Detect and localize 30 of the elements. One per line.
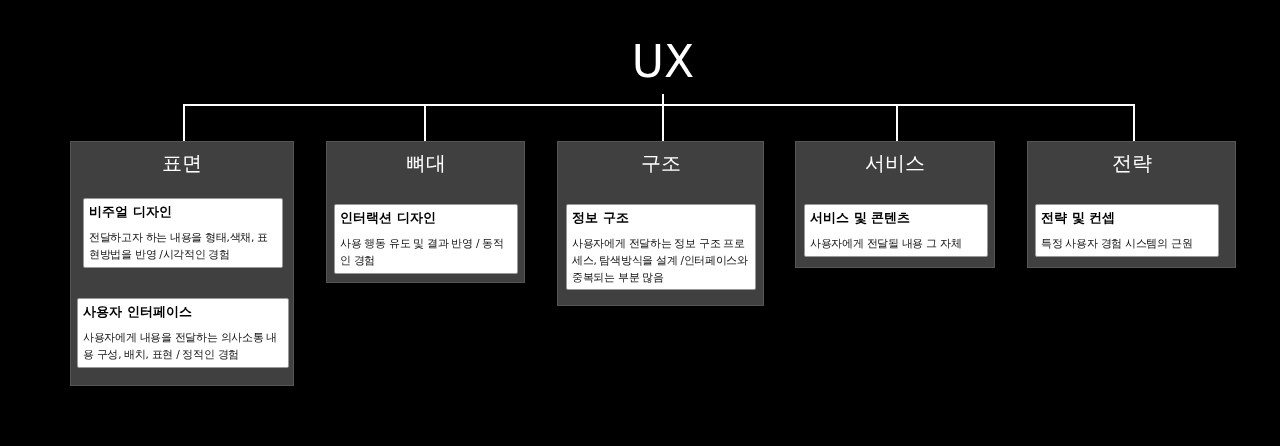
description-card (566, 204, 756, 291)
panel-heading: 전략 (1110, 150, 1153, 177)
card-description: 사용 행동 유도 및 결과 반영 / 동적인 경험 (340, 236, 505, 268)
panel-heading: 표면 (161, 150, 203, 177)
category-panel (326, 141, 525, 283)
description-card (1035, 204, 1219, 257)
card-description: 사용자에게 전달될 내용 그 자체 (810, 236, 963, 251)
card-description: 전달하고자 하는 내용을 형태,색채, 표현방법을 반영 /시각적인 경험 (89, 230, 269, 262)
card-title: 비주얼 디자인 (89, 203, 173, 221)
card-title: 정보 구조 (572, 209, 630, 227)
card-title: 전략 및 컨셉 (1041, 209, 1117, 227)
description-card (804, 204, 988, 257)
category-panel (795, 141, 995, 268)
card-description: 사용자에게 내용을 전달하는 의사소통 내용 구성, 배치, 표현 / 정적인 경험 (83, 330, 279, 362)
card-description: 사용자에게 전달하는 정보 구조 프로세스, 탐색방식을 설계 /인터페이스와 중복되는 부분 많음 (572, 236, 749, 285)
category-panel (70, 141, 294, 386)
panel-heading: 구조 (639, 150, 682, 177)
description-card (334, 204, 518, 274)
card-description: 특정 사용자 경험 시스템의 근원 (1041, 236, 1194, 251)
panel-heading: 서비스 (864, 150, 926, 177)
category-panel (1027, 141, 1236, 268)
title-text: UX (610, 40, 716, 88)
description-card (83, 198, 283, 268)
tree-connector (662, 93, 1135, 142)
card-title: 사용자 인터페이스 (83, 303, 193, 321)
card-title: 서비스 및 콘텐츠 (810, 209, 912, 227)
panel-heading: 뼈대 (404, 150, 447, 177)
description-card (77, 298, 289, 368)
card-title: 인터랙션 디자인 (340, 209, 437, 227)
category-panel (557, 141, 764, 306)
